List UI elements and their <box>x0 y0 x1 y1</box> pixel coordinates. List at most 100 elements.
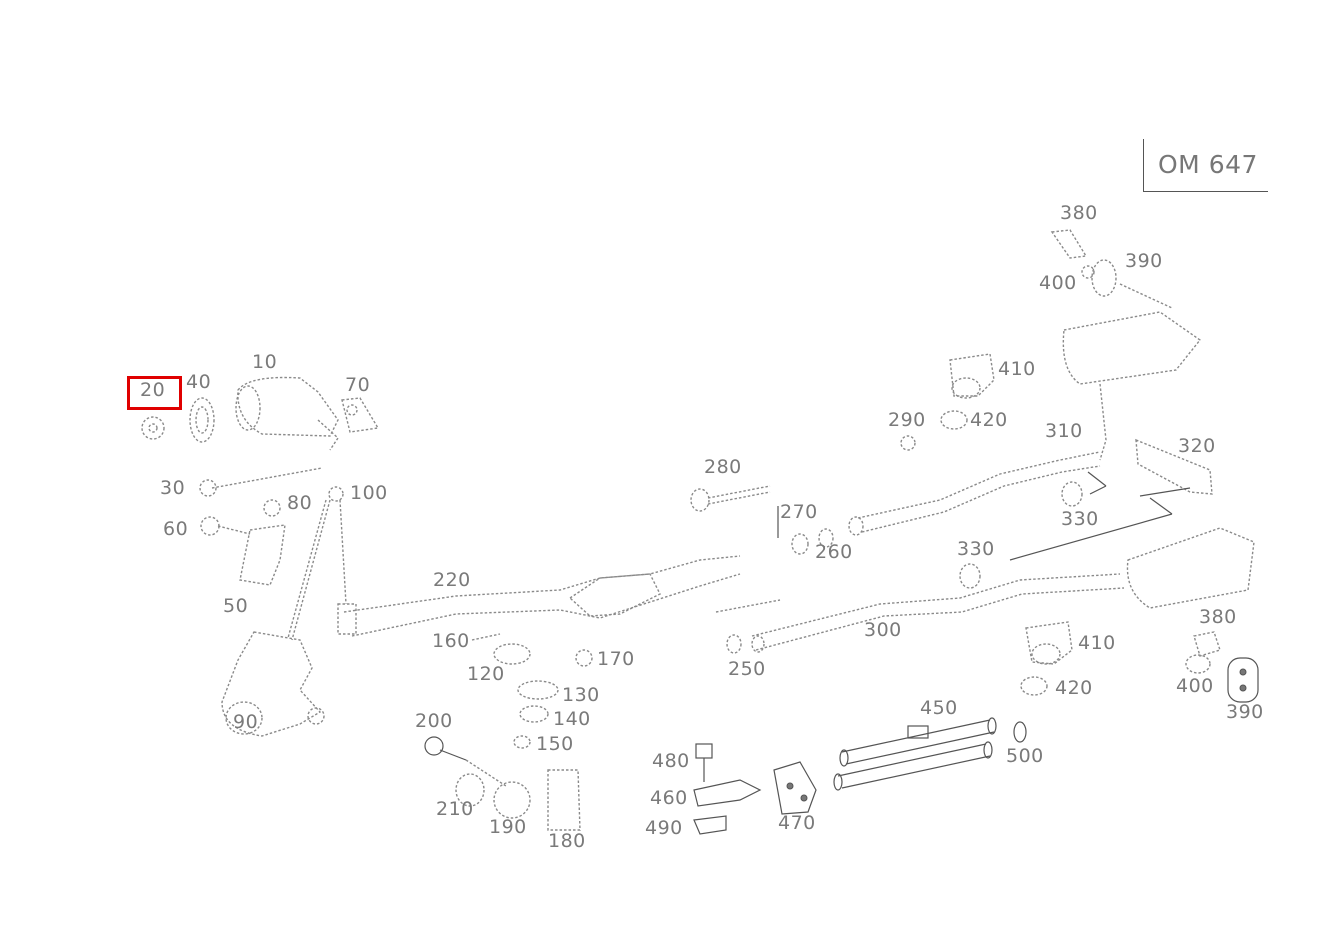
label-part-120[interactable]: 120 <box>467 663 505 685</box>
label-part-300[interactable]: 300 <box>864 619 902 641</box>
engine-code-frame <box>1143 139 1268 192</box>
part-190-clamp[interactable] <box>493 781 531 819</box>
label-part-390-lower[interactable]: 390 <box>1226 701 1264 723</box>
label-part-380-lower[interactable]: 380 <box>1199 606 1237 628</box>
part-30-bolt[interactable] <box>199 467 323 497</box>
label-part-380-upper[interactable]: 380 <box>1060 202 1098 224</box>
part-400-washer-upper[interactable] <box>1081 265 1095 279</box>
label-part-150[interactable]: 150 <box>536 733 574 755</box>
label-part-220[interactable]: 220 <box>433 569 471 591</box>
part-290-clamp[interactable] <box>900 435 916 451</box>
part-180-bracket[interactable] <box>547 769 581 831</box>
part-480-bolt[interactable] <box>695 743 713 782</box>
label-part-90[interactable]: 90 <box>233 711 259 733</box>
part-220-front-pipe[interactable] <box>337 555 741 637</box>
part-460-bracket[interactable] <box>693 779 762 807</box>
part-420-bushing-upper[interactable] <box>940 410 968 430</box>
label-part-490[interactable]: 490 <box>645 817 683 839</box>
part-410-hanger-lower[interactable] <box>1025 621 1073 665</box>
label-part-140[interactable]: 140 <box>553 708 591 730</box>
label-part-80[interactable]: 80 <box>287 492 313 514</box>
label-part-70[interactable]: 70 <box>345 374 371 396</box>
engine-code: OM 647 <box>1158 150 1258 179</box>
label-part-290[interactable]: 290 <box>888 409 926 431</box>
part-380-hanger-lower[interactable] <box>1193 631 1221 657</box>
part-170-nut[interactable] <box>575 649 593 667</box>
label-part-50[interactable]: 50 <box>223 595 249 617</box>
label-part-40[interactable]: 40 <box>186 371 212 393</box>
part-390-rubber-mount-lower[interactable] <box>1227 657 1259 703</box>
part-80-washer[interactable] <box>263 499 281 517</box>
label-part-130[interactable]: 130 <box>562 684 600 706</box>
part-60-clamp[interactable] <box>200 516 251 536</box>
label-part-280[interactable]: 280 <box>704 456 742 478</box>
part-260-gasket[interactable] <box>818 528 834 548</box>
label-part-200[interactable]: 200 <box>415 710 453 732</box>
part-500-ring[interactable] <box>1013 721 1027 743</box>
part-130-clamp[interactable] <box>517 680 559 700</box>
label-part-170[interactable]: 170 <box>597 648 635 670</box>
part-310-center-pipe[interactable] <box>848 451 1101 536</box>
label-part-160[interactable]: 160 <box>432 630 470 652</box>
label-part-210[interactable]: 210 <box>436 798 474 820</box>
label-part-320[interactable]: 320 <box>1178 435 1216 457</box>
label-part-480[interactable]: 480 <box>652 750 690 772</box>
part-300-rear-pipe[interactable] <box>751 573 1125 653</box>
part-50-holder[interactable] <box>239 524 286 586</box>
part-410-hanger-upper[interactable] <box>949 353 995 399</box>
label-part-260[interactable]: 260 <box>815 541 853 563</box>
part-40-gasket[interactable] <box>189 397 215 443</box>
part-330-rubber-lower[interactable] <box>959 563 981 589</box>
highlight-box-part-20 <box>127 376 182 410</box>
part-380-hanger-upper[interactable] <box>1050 229 1088 259</box>
part-100-pipe[interactable] <box>287 486 347 641</box>
label-part-330-lower[interactable]: 330 <box>957 538 995 560</box>
part-470-rubber-mount[interactable] <box>773 761 817 815</box>
label-part-10[interactable]: 10 <box>252 351 278 373</box>
label-part-30[interactable]: 30 <box>160 477 186 499</box>
label-part-390-upper[interactable]: 390 <box>1125 250 1163 272</box>
part-490-nut[interactable] <box>693 815 727 835</box>
label-part-450[interactable]: 450 <box>920 697 958 719</box>
part-rear-muffler-lower[interactable] <box>1126 527 1255 609</box>
label-part-400-lower[interactable]: 400 <box>1176 675 1214 697</box>
part-250-clamp[interactable] <box>726 634 742 654</box>
label-part-250[interactable]: 250 <box>728 658 766 680</box>
label-part-310[interactable]: 310 <box>1045 420 1083 442</box>
label-part-460[interactable]: 460 <box>650 787 688 809</box>
label-part-60[interactable]: 60 <box>163 518 189 540</box>
part-400-washer-lower[interactable] <box>1185 654 1211 674</box>
part-rear-muffler-upper[interactable] <box>1062 311 1202 461</box>
part-140-washer[interactable] <box>519 705 549 723</box>
label-part-470[interactable]: 470 <box>778 812 816 834</box>
label-part-330-upper[interactable]: 330 <box>1061 508 1099 530</box>
part-120-clamp[interactable] <box>493 643 531 665</box>
label-part-410-lower[interactable]: 410 <box>1078 632 1116 654</box>
label-part-400-upper[interactable]: 400 <box>1039 272 1077 294</box>
label-part-190[interactable]: 190 <box>489 816 527 838</box>
part-200-bolt[interactable] <box>424 736 507 787</box>
label-part-410-upper[interactable]: 410 <box>998 358 1036 380</box>
label-part-20[interactable]: 20 <box>140 379 166 401</box>
label-part-100[interactable]: 100 <box>350 482 388 504</box>
part-10-catalytic-converter[interactable] <box>235 376 339 451</box>
part-20-nut[interactable] <box>141 416 165 440</box>
label-part-180[interactable]: 180 <box>548 830 586 852</box>
part-70-bracket[interactable] <box>341 397 380 433</box>
part-150-nut[interactable] <box>513 735 531 749</box>
part-450-tail-pipes[interactable] <box>833 717 997 791</box>
label-part-500[interactable]: 500 <box>1006 745 1044 767</box>
part-280-bolt[interactable] <box>690 485 771 512</box>
label-part-420-lower[interactable]: 420 <box>1055 677 1093 699</box>
part-210-clamp[interactable] <box>455 773 485 807</box>
label-part-420-upper[interactable]: 420 <box>970 409 1008 431</box>
part-90-front-pipe[interactable] <box>221 631 325 737</box>
part-160-bolt[interactable] <box>471 633 501 641</box>
label-part-270[interactable]: 270 <box>780 501 818 523</box>
part-270-clamp[interactable] <box>791 533 809 555</box>
part-330-rubber-upper[interactable] <box>1061 481 1083 507</box>
part-420-bushing-lower[interactable] <box>1020 676 1048 696</box>
part-390-rubber-mount-upper[interactable] <box>1091 259 1117 297</box>
part-320-bracket[interactable] <box>1009 438 1213 561</box>
